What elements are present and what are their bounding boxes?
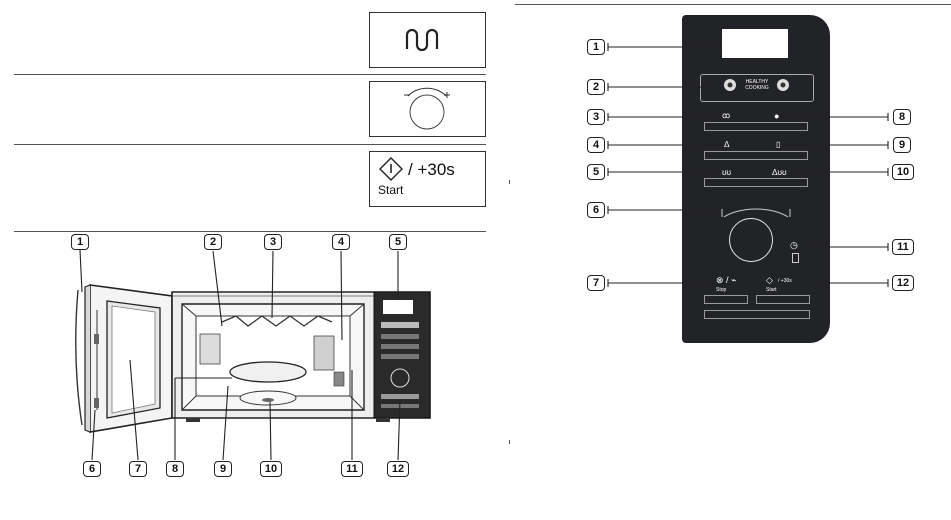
clock-icon: ◷ <box>790 240 798 250</box>
microwave-callout-10: 10 <box>260 461 282 477</box>
grill-small-icon: ʊʊ <box>722 168 732 177</box>
start-text: Start <box>378 183 404 197</box>
stop-eco-icon: ⊗ / ⌁ <box>716 275 737 285</box>
microwave-callout-6: 6 <box>83 461 101 477</box>
time-dial-arc <box>721 208 791 218</box>
start-diamond-icon <box>379 157 403 181</box>
button-row-1[interactable] <box>704 122 808 131</box>
page-vertical-separator <box>509 180 510 184</box>
bottle-icon: ▯ <box>776 140 781 149</box>
dial-icon-box <box>369 81 486 137</box>
panel-callout-4: 4 <box>587 137 605 153</box>
power-icon: ● <box>774 111 780 121</box>
display-window <box>722 29 788 58</box>
panel-callout-7: 7 <box>587 275 605 291</box>
panel-callout-6: 6 <box>587 202 605 218</box>
microwave-door <box>75 284 173 433</box>
plus30-panel-label: / +30s <box>778 278 792 284</box>
microwave-callout-7: 7 <box>129 461 147 477</box>
microwave-body <box>171 291 431 422</box>
button-row-2[interactable] <box>704 151 808 160</box>
healthy-cooking-right-icon <box>777 79 789 91</box>
microwave-callout-3: 3 <box>264 234 282 250</box>
stop-button[interactable] <box>704 295 748 304</box>
start-button[interactable] <box>756 295 810 304</box>
divider-2 <box>14 144 486 145</box>
microwave-callout-2: 2 <box>204 234 222 250</box>
panel-callout-9: 9 <box>893 137 911 153</box>
microwave-callout-4: 4 <box>332 234 350 250</box>
panel-callout-8: 8 <box>893 109 911 125</box>
clock-indicator <box>792 253 799 263</box>
start-panel-label: Start <box>766 287 777 293</box>
healthy-cooking-left-icon <box>724 79 736 91</box>
microwave-callout-9: 9 <box>214 461 232 477</box>
panel-callout-10: 10 <box>892 164 914 180</box>
button-row-3[interactable] <box>704 178 808 187</box>
defrost-icon: ꝏ <box>722 111 731 120</box>
divider-3 <box>14 231 486 232</box>
panel-callout-2: 2 <box>587 79 605 95</box>
microwave-callout-8: 8 <box>166 461 184 477</box>
divider-top-right <box>515 4 951 5</box>
panel-callout-5: 5 <box>587 164 605 180</box>
grill-icon <box>405 28 439 52</box>
time-dial[interactable] <box>729 218 773 262</box>
microwave-callout-1: 1 <box>71 234 89 250</box>
combi-icon: ᐃʊʊ <box>772 168 787 177</box>
page-vertical-separator-2 <box>509 440 510 444</box>
grill-icon-box <box>369 12 486 68</box>
panel-callout-1: 1 <box>587 39 605 55</box>
bottom-button[interactable] <box>704 310 810 319</box>
stop-label: Stop <box>716 287 727 293</box>
start-icon-box: / +30s Start <box>369 151 486 207</box>
dial-icon <box>404 87 450 130</box>
panel-callout-12: 12 <box>892 275 914 291</box>
cup-icon: ᐃ <box>724 140 730 149</box>
divider-1 <box>14 74 486 75</box>
panel-callout-3: 3 <box>587 109 605 125</box>
healthy-cooking-label: HEALTHY COOKING <box>745 79 769 91</box>
plus30-text: / +30s <box>408 160 455 179</box>
control-panel: HEALTHY COOKING ꝏ ● ᐃ ▯ ʊʊ ᐃʊʊ ◷ ⊗ / ⌁ S… <box>682 15 830 343</box>
healthy-cooking-frame <box>700 74 814 102</box>
panel-callout-11: 11 <box>892 239 914 255</box>
microwave-callout-12: 12 <box>387 461 409 477</box>
start-panel-icon: ◇ <box>766 275 773 285</box>
microwave-callout-5: 5 <box>389 234 407 250</box>
microwave-leader-lines <box>79 249 401 461</box>
microwave-illustration <box>75 249 431 461</box>
microwave-callout-11: 11 <box>341 461 363 477</box>
